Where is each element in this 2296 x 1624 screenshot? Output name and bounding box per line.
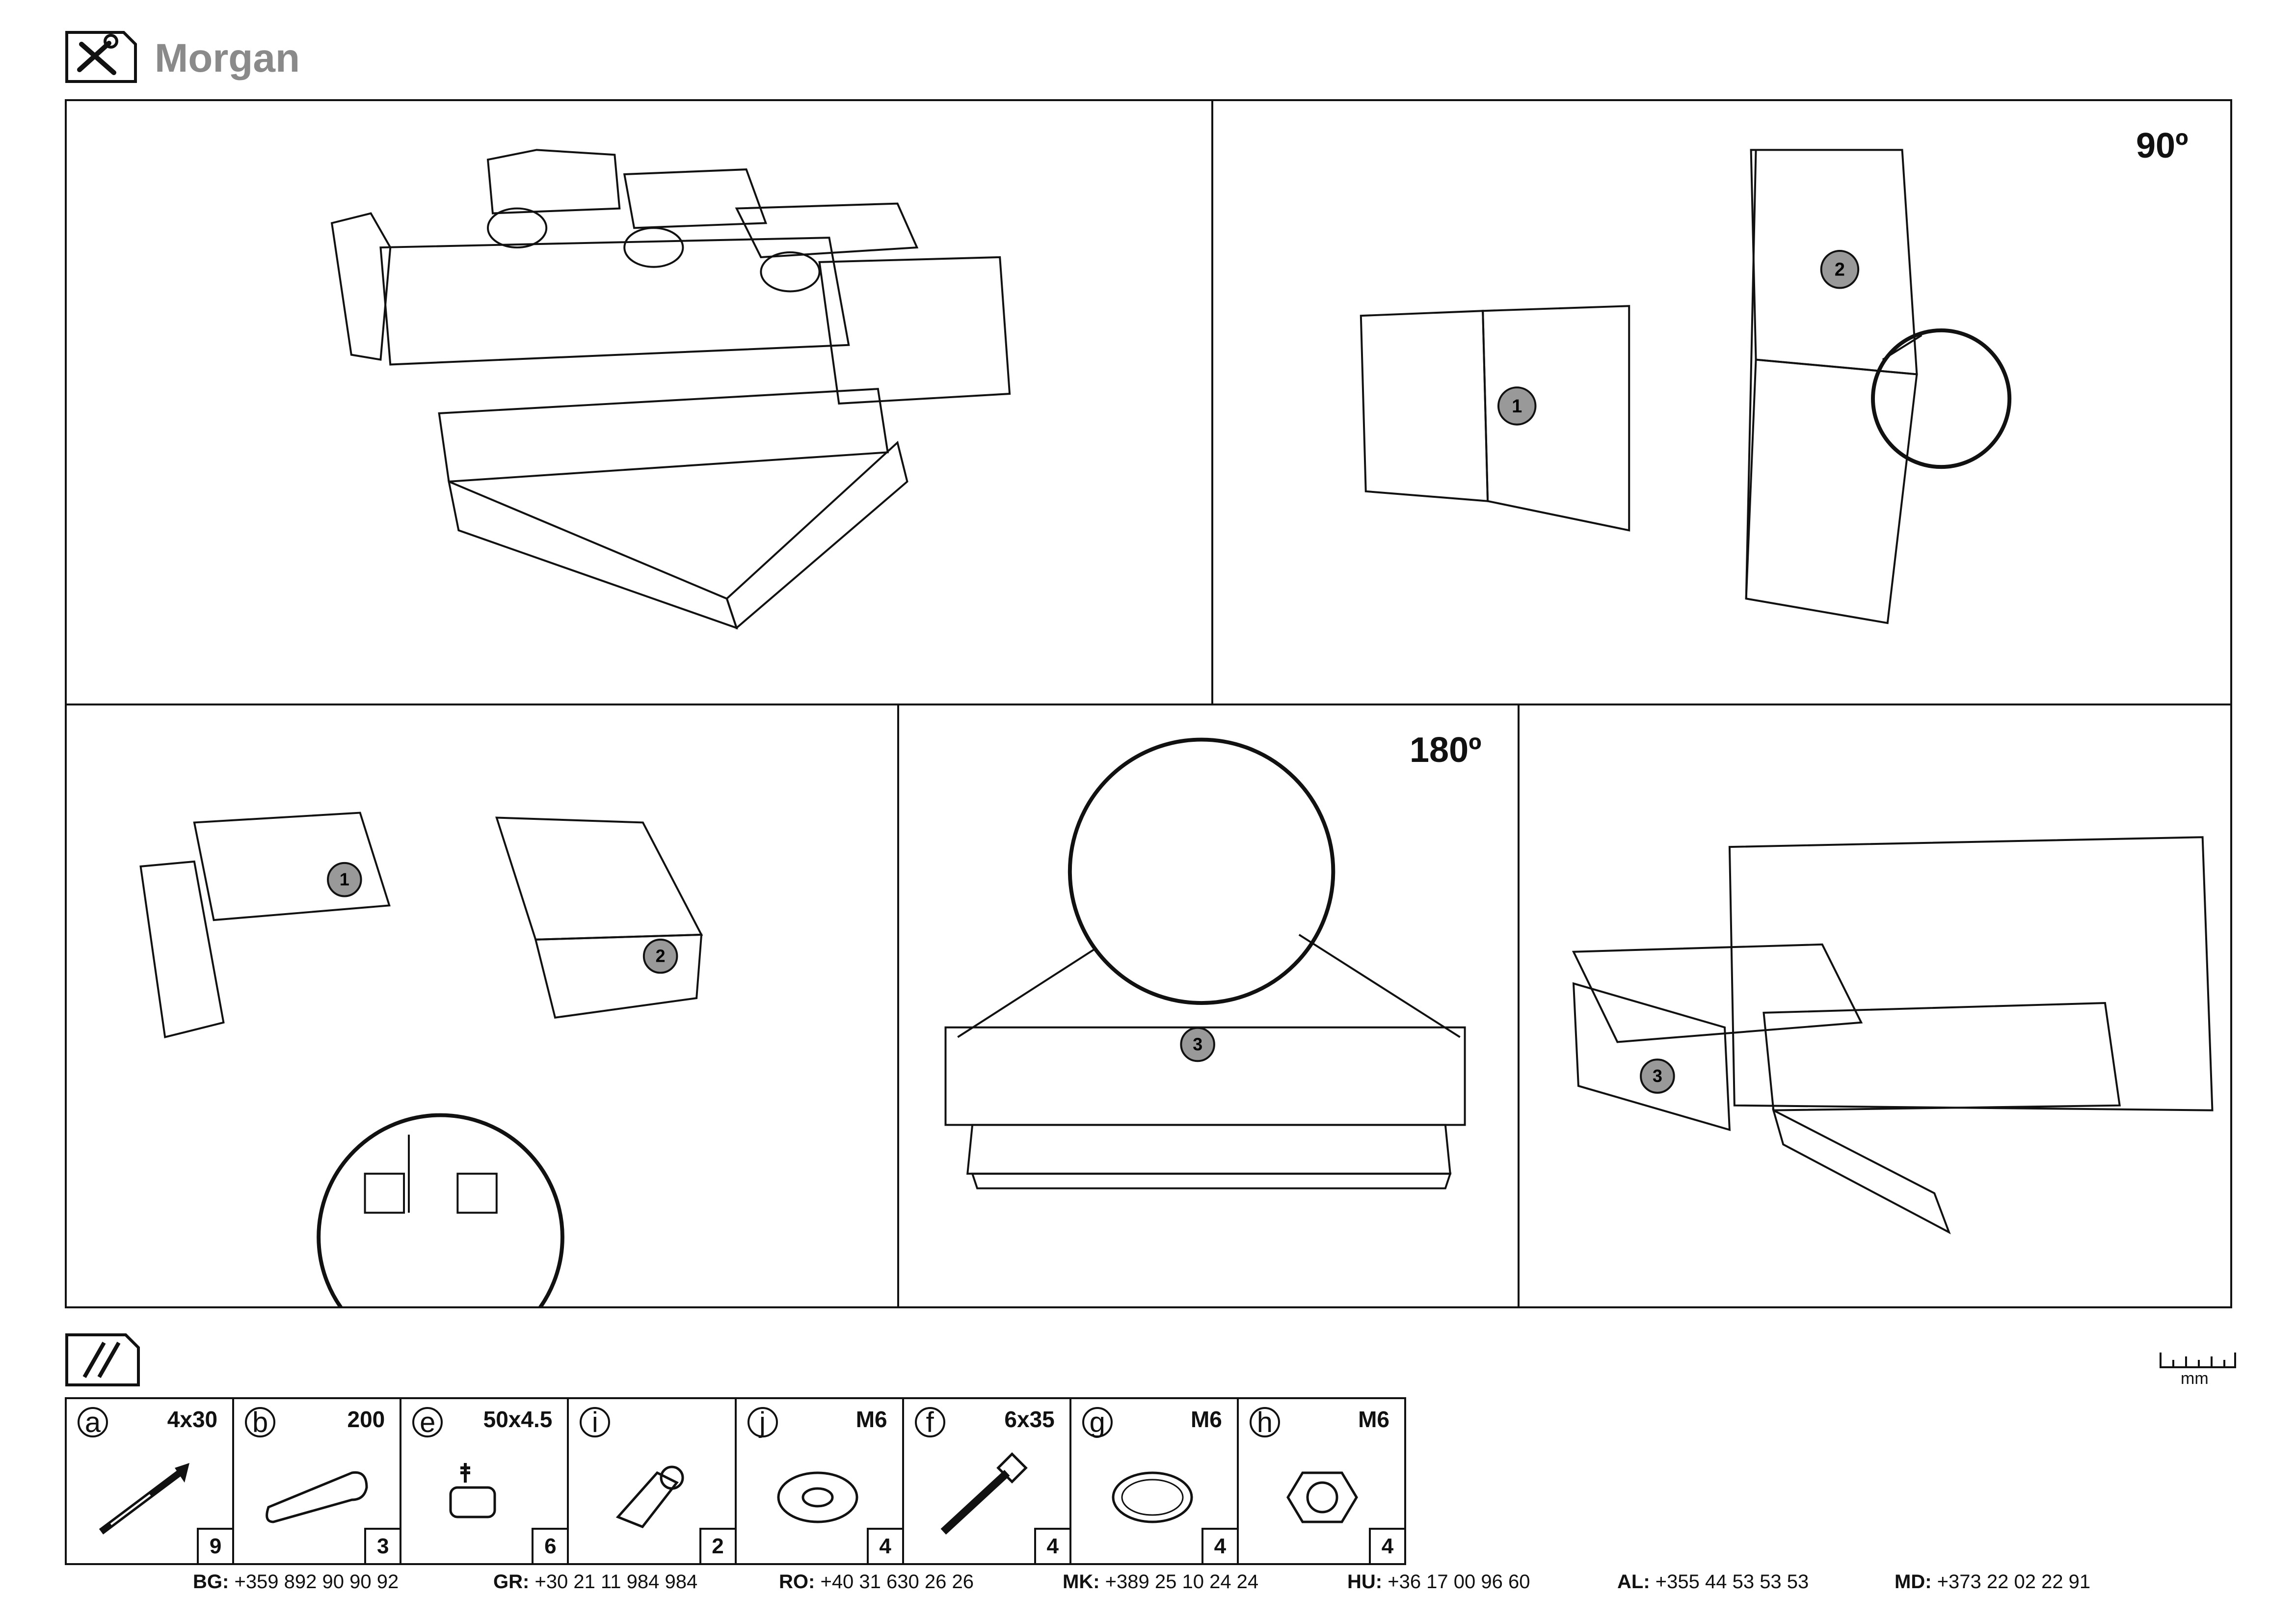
assembled-sofa-illustration [330, 149, 1011, 630]
part-letter: f [914, 1407, 945, 1438]
part-letter: g [1082, 1407, 1113, 1438]
panel-module-assembly: 1 2 90º [1211, 99, 2232, 705]
part-cell-b: b 200 3 [234, 1399, 402, 1563]
tools-icon [65, 30, 137, 83]
part-cell-f: f 6x35 4 [904, 1399, 1071, 1563]
phone-number: +355 44 53 53 53 [1655, 1571, 1809, 1593]
part-letter: j [747, 1407, 778, 1438]
phone-entry: HU: +36 17 00 96 60 [1347, 1571, 1530, 1593]
part-cell-g: g M6 4 [1071, 1399, 1239, 1563]
step-number-2-connect: 2 [656, 947, 666, 966]
phone-entry: BG: +359 892 90 90 92 [193, 1571, 399, 1593]
module-assembly-illustration: 1 2 [1360, 149, 2012, 624]
part-size: 50x4.5 [483, 1407, 553, 1432]
part-size: 200 [347, 1407, 385, 1432]
phone-number: +40 31 630 26 26 [820, 1571, 974, 1593]
ruler-unit: mm [2181, 1369, 2209, 1388]
part-size: M6 [1358, 1407, 1389, 1432]
nut-icon [1286, 1471, 1358, 1523]
page-title: Morgan [155, 36, 300, 81]
part-cell-a: a 4x30 9 [67, 1399, 235, 1563]
drawer-attach-illustration: 3 [944, 737, 1466, 1190]
step-number-2: 2 [1835, 259, 1845, 280]
part-quantity: 4 [1034, 1528, 1069, 1563]
phone-entry: GR: +30 21 11 984 984 [493, 1571, 697, 1593]
parts-section-icon [65, 1333, 143, 1387]
part-letter: b [245, 1407, 276, 1438]
panel-connect-modules: 1 2 [65, 704, 899, 1308]
panel-drawer-attach: 3 180º [897, 704, 1520, 1308]
bracket-icon [616, 1465, 684, 1529]
phone-entry: AL: +355 44 53 53 53 [1617, 1571, 1809, 1593]
part-quantity: 4 [1369, 1528, 1404, 1563]
phone-country: BG: [193, 1571, 229, 1593]
panel-final-sofa: 3 [1518, 704, 2232, 1308]
phone-country: HU: [1347, 1571, 1383, 1593]
step-number-1-connect: 1 [340, 870, 349, 890]
phone-number: +30 21 11 984 984 [534, 1571, 698, 1593]
phone-number: +36 17 00 96 60 [1388, 1571, 1530, 1593]
part-size: M6 [1190, 1407, 1222, 1432]
phone-country: MK: [1063, 1571, 1100, 1593]
part-letter: a [78, 1407, 108, 1438]
final-sofa-illustration: 3 [1572, 836, 2214, 1235]
part-cell-h: h M6 4 [1239, 1399, 1404, 1563]
screw-icon [99, 1463, 189, 1535]
part-letter: h [1249, 1407, 1280, 1438]
phone-number: +389 25 10 24 24 [1105, 1571, 1259, 1593]
phone-entry: MK: +389 25 10 24 24 [1063, 1571, 1258, 1593]
part-quantity: 4 [1201, 1528, 1237, 1563]
part-quantity: 3 [364, 1528, 400, 1563]
rotation-180-label: 180º [1410, 731, 1482, 770]
contact-phones: BG: +359 892 90 90 92 GR: +30 21 11 984 9… [0, 1571, 2296, 1600]
part-cell-e: e 50x4.5 6 [401, 1399, 569, 1563]
part-quantity: 6 [532, 1528, 567, 1563]
part-size: 6x35 [1004, 1407, 1055, 1432]
step-number-3-drawer: 3 [1193, 1034, 1202, 1054]
foot-icon [449, 1463, 496, 1518]
part-letter: i [580, 1407, 611, 1438]
phone-country: MD: [1895, 1571, 1932, 1593]
phone-country: RO: [779, 1571, 815, 1593]
ruler-icon: mm [2159, 1348, 2237, 1388]
phone-entry: MD: +373 22 02 22 91 [1895, 1571, 2090, 1593]
rotation-90-label: 90º [2136, 126, 2189, 165]
part-quantity: 2 [699, 1528, 735, 1563]
part-quantity: 4 [866, 1528, 902, 1563]
part-cell-j: j M6 4 [737, 1399, 904, 1563]
part-letter: e [412, 1407, 443, 1438]
dowel-icon [266, 1471, 368, 1523]
step-number-1: 1 [1512, 396, 1522, 416]
phone-country: GR: [493, 1571, 530, 1593]
phone-country: AL: [1617, 1571, 1650, 1593]
panel-assembled-sofa [65, 99, 1213, 705]
part-size: 4x30 [167, 1407, 218, 1432]
spring-washer-icon [1112, 1471, 1193, 1523]
connect-modules-illustration: 1 2 [139, 812, 703, 1306]
step-number-3-final: 3 [1653, 1066, 1662, 1086]
phone-entry: RO: +40 31 630 26 26 [779, 1571, 974, 1593]
phone-number: +359 892 90 90 92 [234, 1571, 399, 1593]
phone-number: +373 22 02 22 91 [1937, 1571, 2091, 1593]
washer-icon [777, 1471, 858, 1523]
bolt-icon [940, 1452, 1028, 1535]
part-quantity: 9 [197, 1528, 233, 1563]
part-size: M6 [855, 1407, 887, 1432]
